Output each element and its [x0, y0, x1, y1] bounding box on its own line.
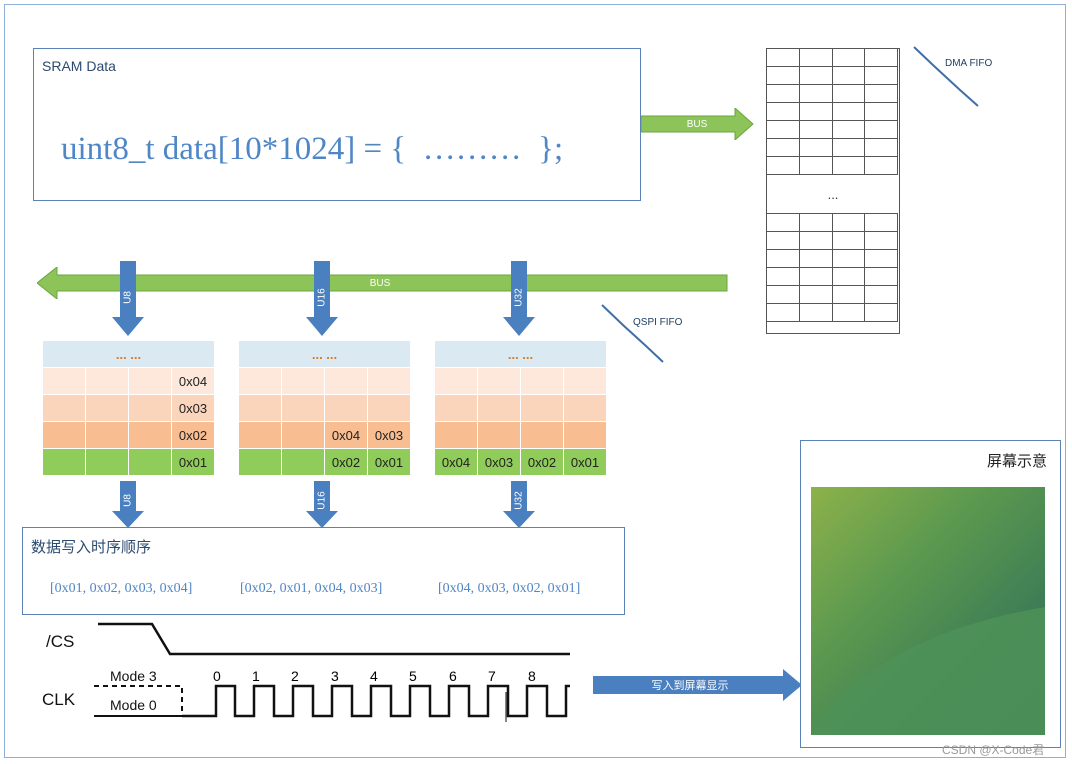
outer-frame	[4, 4, 1066, 758]
table-cell: 0x03	[367, 421, 411, 449]
down-arrow-u16-bottom-label: U16	[316, 491, 328, 510]
qspi-fifo-callout-line	[601, 304, 664, 363]
down-arrow-u8-top	[112, 261, 144, 336]
qspi-fifo-label: QSPI FIFO	[633, 317, 683, 328]
screen-box: 屏幕示意	[800, 440, 1061, 748]
write-to-screen-label: 写入到屏幕显示	[651, 679, 729, 692]
dma-fifo-label: DMA FIFO	[945, 58, 993, 69]
sram-box: SRAM Data uint8_t data[10*1024] = { ……… …	[33, 48, 641, 201]
down-arrow-u16-bottom	[306, 481, 338, 528]
down-arrow-u32-bottom-label: U32	[513, 491, 525, 510]
tick-label: 2	[291, 668, 299, 684]
down-arrow-u16-top	[306, 261, 338, 336]
dma-ellipsis-band: ...	[767, 177, 899, 213]
table-cell: 0x01	[171, 448, 215, 476]
table-cell: 0x04	[171, 367, 215, 395]
table-head: ... ...	[42, 340, 215, 368]
screen-title: 屏幕示意	[986, 452, 1047, 470]
tick-label: 6	[449, 668, 457, 684]
table-cell: 0x04	[324, 421, 368, 449]
table-cell: 0x01	[367, 448, 411, 476]
tick-label: 4	[370, 668, 378, 684]
mode3-label: Mode 3	[110, 668, 157, 684]
table-cell: 0x02	[171, 421, 215, 449]
screen-image	[811, 487, 1045, 735]
bus-mid-arrow	[37, 267, 728, 299]
fifo-table-u8: ... ... 0x04 0x03 0x02 0x01	[42, 340, 215, 476]
down-arrow-u32-top	[503, 261, 535, 336]
csdn-watermark: CSDN @X-Code君	[942, 743, 1045, 757]
clk-label: CLK	[42, 690, 76, 709]
cs-label: /CS	[46, 632, 75, 651]
tick-label: 5	[409, 668, 417, 684]
tick-label: 7	[488, 668, 496, 684]
down-arrow-u8-bottom	[112, 481, 144, 528]
tick-label: 0	[213, 668, 221, 684]
down-arrow-u32-top-label: U32	[513, 288, 525, 307]
bus-top-arrow	[641, 108, 754, 140]
tick-label: 1	[252, 668, 260, 684]
table-cell: 0x04	[434, 448, 478, 476]
table-cell: 0x01	[563, 448, 607, 476]
table-cell: 0x03	[477, 448, 521, 476]
down-arrow-u8-bottom-label: U8	[122, 494, 134, 507]
table-head: ... ...	[434, 340, 607, 368]
tick-label: 8	[528, 668, 536, 684]
sram-code: uint8_t data[10*1024] = { ……… };	[61, 131, 564, 167]
down-arrow-u16-top-label: U16	[316, 288, 328, 307]
dma-fifo-grid: ...	[766, 48, 900, 334]
table-head: ... ...	[238, 340, 411, 368]
down-arrow-u32-bottom	[503, 481, 535, 528]
write-to-screen-arrow	[593, 669, 802, 701]
table-cell: 0x03	[171, 394, 215, 422]
down-arrow-u8-top-label: U8	[122, 291, 134, 304]
sram-title: SRAM Data	[42, 58, 116, 74]
sequence-box: 数据写入时序顺序 [0x01, 0x02, 0x03, 0x04] [0x02,…	[22, 527, 625, 615]
sequence-title: 数据写入时序顺序	[31, 538, 152, 556]
bus-top-label: BUS	[686, 119, 708, 130]
timing-diagram: /CS CLK Mode 3 Mode 0 0 1 2 3 4 5 6 7 8	[36, 618, 570, 726]
sequence-item-u16: [0x02, 0x01, 0x04, 0x03]	[240, 581, 383, 596]
bus-mid-label: BUS	[369, 278, 391, 289]
table-cell: 0x02	[520, 448, 564, 476]
dma-fifo-callout-line	[913, 46, 979, 107]
sequence-item-u32: [0x04, 0x03, 0x02, 0x01]	[438, 581, 581, 596]
table-cell: 0x02	[324, 448, 368, 476]
sequence-item-u8: [0x01, 0x02, 0x03, 0x04]	[50, 581, 193, 596]
mode0-label: Mode 0	[110, 697, 157, 713]
tick-label: 3	[331, 668, 339, 684]
